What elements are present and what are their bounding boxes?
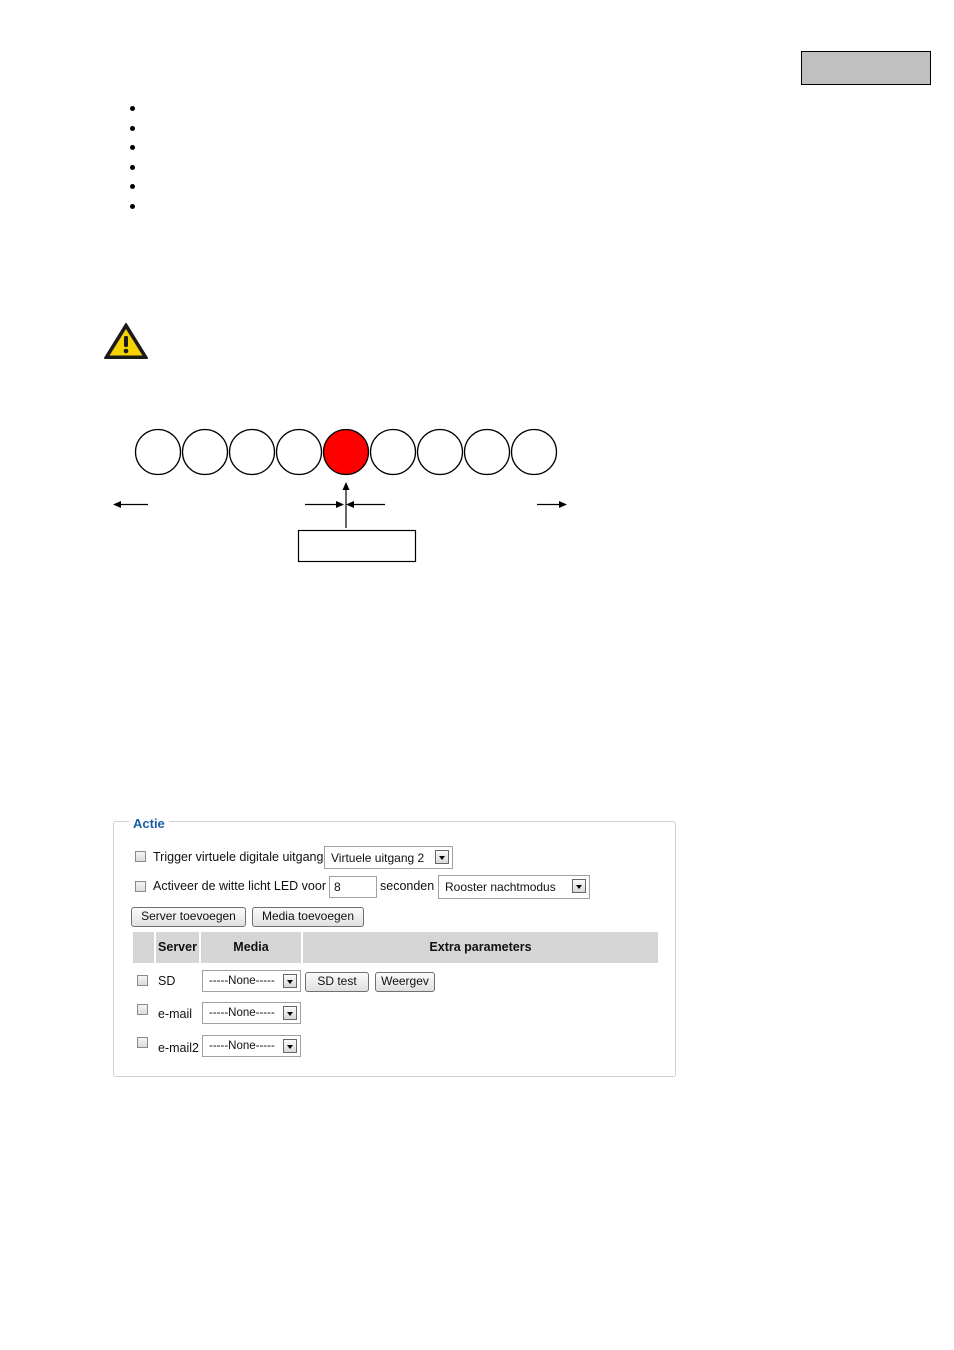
- schedule-select[interactable]: Rooster nachtmodus: [438, 875, 590, 899]
- left-arrow-icon: [113, 501, 148, 508]
- led-diagram: [113, 428, 567, 563]
- row-email-media-select[interactable]: -----None-----: [202, 1002, 301, 1024]
- row-email-server: e-mail: [158, 1007, 193, 1021]
- chevron-down-icon: [435, 850, 449, 864]
- row-sd-media-value: -----None-----: [209, 975, 275, 987]
- row-sd-checkbox[interactable]: [137, 975, 148, 986]
- led-seconds-input[interactable]: 8: [329, 876, 377, 898]
- bullet-dot: [130, 184, 135, 189]
- led-circle-active: [322, 428, 370, 476]
- led-circle: [275, 428, 323, 476]
- bullet-dot: [130, 125, 135, 131]
- schedule-select-value: Rooster nachtmodus: [445, 880, 556, 894]
- row-sd-media-select[interactable]: -----None-----: [202, 970, 301, 992]
- warning-icon: [104, 323, 148, 359]
- activate-led-checkbox[interactable]: [135, 881, 146, 892]
- page-header-box: [801, 51, 931, 85]
- led-circle: [228, 428, 276, 476]
- sd-test-button[interactable]: SD test: [305, 972, 369, 992]
- trigger-label: Trigger virtuele digitale uitgang: [153, 850, 324, 864]
- circle-row: [134, 428, 558, 476]
- led-circle: [369, 428, 417, 476]
- trigger-checkbox[interactable]: [135, 851, 146, 862]
- bullet-dot: [130, 164, 135, 170]
- row-email-checkbox[interactable]: [137, 1004, 148, 1015]
- bullet-dot: [130, 145, 135, 150]
- trigger-output-select-value: Virtuele uitgang 2: [331, 851, 425, 865]
- table-header-media: Media: [201, 932, 301, 963]
- label-box: [297, 529, 417, 563]
- led-circle: [463, 428, 511, 476]
- chevron-down-icon: [572, 879, 586, 893]
- chevron-down-icon: [283, 1006, 297, 1020]
- chevron-down-icon: [283, 1039, 297, 1053]
- bullet-dot: [130, 106, 135, 111]
- actie-panel: [113, 821, 676, 1077]
- right-arrow-icon: [537, 501, 567, 508]
- led-circle: [181, 428, 229, 476]
- center-inward-arrows-icon: [305, 501, 385, 508]
- up-arrow-icon: [342, 482, 350, 528]
- trigger-output-select[interactable]: Virtuele uitgang 2: [324, 846, 453, 869]
- bullet-dot: [130, 203, 135, 209]
- seconds-label: seconden: [380, 879, 435, 893]
- table-header-server: Server: [156, 932, 199, 963]
- activate-led-label: Activeer de witte licht LED voor: [153, 879, 326, 893]
- add-media-button[interactable]: Media toevoegen: [252, 907, 364, 927]
- led-circle: [510, 428, 558, 476]
- led-circle: [134, 428, 182, 476]
- add-server-button[interactable]: Server toevoegen: [131, 907, 246, 927]
- row-email2-media-select[interactable]: -----None-----: [202, 1035, 301, 1057]
- row-email-media-value: -----None-----: [209, 1007, 275, 1019]
- view-button[interactable]: Weergev: [375, 972, 435, 992]
- row-sd-server: SD: [158, 974, 176, 988]
- row-email2-media-value: -----None-----: [209, 1040, 275, 1052]
- row-email2-checkbox[interactable]: [137, 1037, 148, 1048]
- table-header-extra-parameters: Extra parameters: [303, 932, 658, 963]
- led-circle: [416, 428, 464, 476]
- row-email2-server: e-mail2: [158, 1041, 199, 1055]
- chevron-down-icon: [283, 974, 297, 988]
- table-header-checkbox-col: [133, 932, 154, 963]
- actie-legend: Actie: [129, 815, 169, 833]
